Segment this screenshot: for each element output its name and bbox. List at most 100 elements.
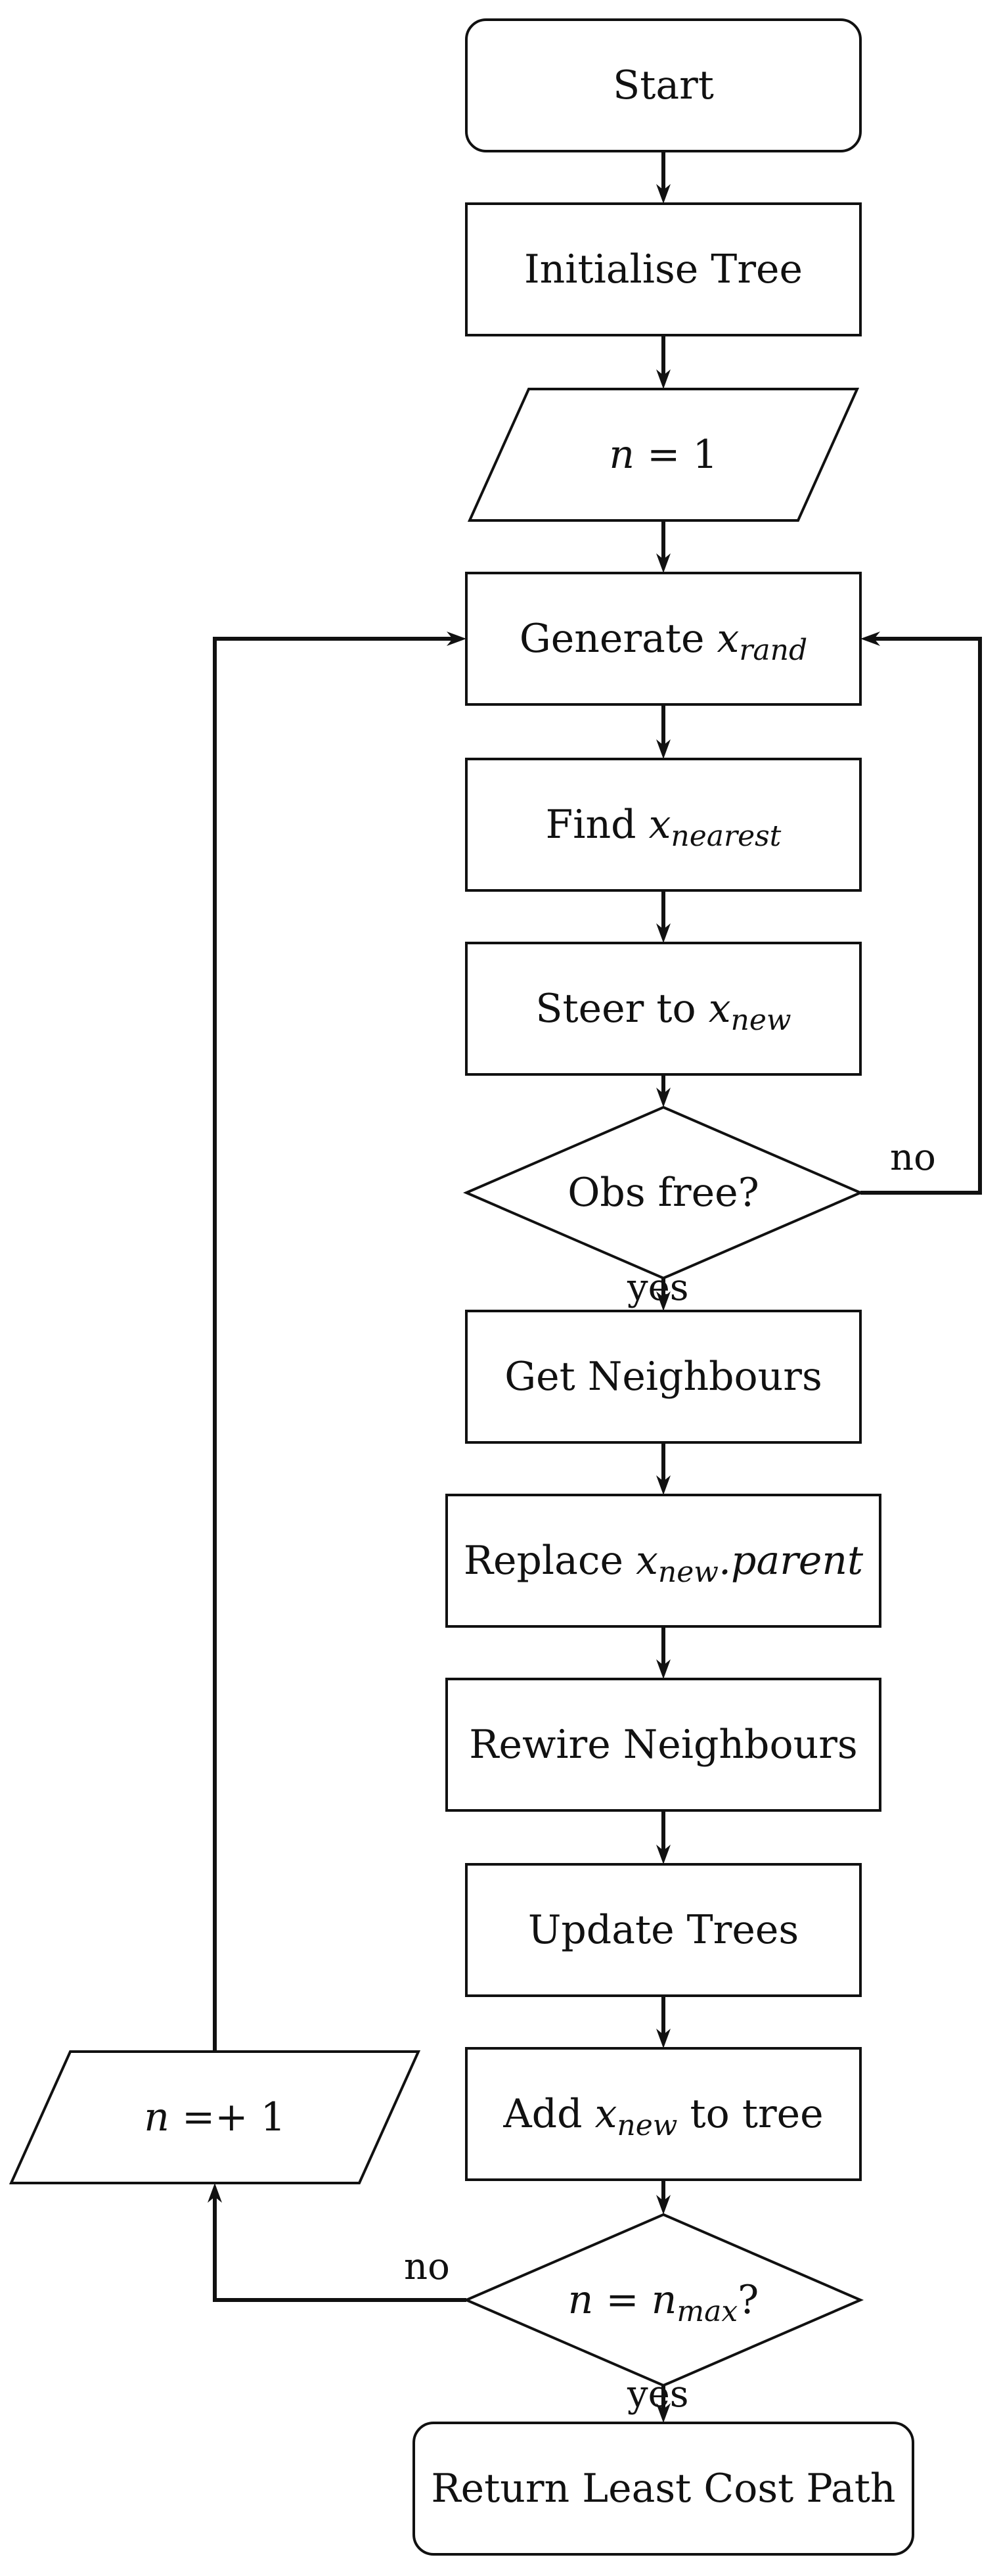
node-neigh-box	[465, 1310, 862, 1444]
edge-inc-to-gen-arrowhead	[447, 632, 466, 646]
node-init-box	[465, 202, 862, 336]
node-update-label: Update Trees	[528, 1907, 799, 1953]
node-inc: n =+ 1	[9, 2050, 421, 2184]
node-inc-label-part: n	[144, 2094, 169, 2140]
node-add-label-part: new	[617, 2109, 677, 2142]
node-find-label-part: Find	[546, 802, 649, 848]
node-n-init-box	[467, 388, 860, 522]
node-add-label: Add xnew to tree	[502, 2091, 823, 2142]
edge-inc-to-gen-line	[213, 637, 453, 2052]
edge-init-to-n-init-arrowhead	[656, 369, 671, 389]
node-obs-box	[462, 1105, 864, 1280]
node-nmax-label-part: =	[593, 2277, 651, 2323]
node-start: Start	[465, 18, 862, 152]
edge-steer-to-obs-arrowhead	[656, 1088, 671, 1107]
node-nmax-box	[462, 2213, 864, 2387]
edge-replace-to-rewire-arrowhead	[656, 1659, 671, 1679]
edge-gen-to-find-arrowhead	[656, 739, 671, 759]
edge-nmax-to-inc-line	[213, 2196, 466, 2302]
edge-obs-to-neigh-arrowhead	[656, 1291, 671, 1311]
node-add-label-part: x	[595, 2091, 617, 2137]
node-nmax-label-part: ?	[738, 2277, 759, 2323]
node-inc-label: n =+ 1	[144, 2094, 286, 2140]
node-find-label: Find xnearest	[546, 802, 782, 853]
node-gen-label-part: x	[717, 616, 740, 662]
edge-neigh-to-replace-arrowhead	[656, 1475, 671, 1495]
node-add-label-part: to tree	[677, 2091, 823, 2137]
node-gen-box	[465, 572, 862, 706]
edge-add-to-nmax-arrowhead	[656, 2195, 671, 2215]
edge-nmax-to-inc-arrowhead	[208, 2183, 222, 2203]
edge-nmax-to-result-label: yes	[627, 2373, 689, 2416]
node-add-label-part: Add	[502, 2091, 594, 2137]
node-obs-label-part: Obs free?	[567, 1170, 759, 1216]
edge-n-init-to-gen-arrowhead	[656, 553, 671, 573]
node-steer-label-part: Steer to	[535, 986, 708, 1032]
edge-obs-to-neigh-label: yes	[627, 1266, 689, 1309]
node-update: Update Trees	[465, 1863, 862, 1997]
node-find-label-part: nearest	[671, 819, 781, 853]
node-replace-label-part: x	[636, 1538, 658, 1584]
edge-obs-to-gen-arrowhead	[860, 632, 880, 646]
node-replace-label-part: new	[658, 1555, 719, 1589]
node-nmax-label-part: n	[568, 2277, 594, 2323]
node-n-init-label-part: n	[609, 432, 634, 478]
node-find-label-part: x	[649, 802, 671, 848]
node-replace-box	[445, 1494, 881, 1628]
node-add-box	[465, 2047, 862, 2181]
node-replace-label: Replace xnew.parent	[464, 1538, 864, 1589]
node-find-box	[465, 758, 862, 892]
node-steer: Steer to xnew	[465, 942, 862, 1076]
node-nmax: n = nmax?	[462, 2213, 864, 2387]
node-start-box	[465, 18, 862, 152]
node-obs-label: Obs free?	[567, 1170, 759, 1216]
edge-labels-layer: yes no yes no	[404, 1136, 936, 2416]
node-n-init-label-part: = 1	[634, 432, 718, 478]
node-replace-label-part: .parent	[719, 1538, 864, 1584]
node-start-label: Start	[613, 62, 714, 108]
edge-obs-to-gen-line	[860, 637, 982, 1195]
node-neigh-label-part: Get Neighbours	[504, 1354, 822, 1400]
node-n-init-label: n = 1	[609, 432, 717, 478]
node-init-label: Initialise Tree	[524, 246, 803, 292]
node-update-box	[465, 1863, 862, 1997]
node-start-label-part: Start	[613, 62, 714, 108]
node-neigh: Get Neighbours	[465, 1310, 862, 1444]
node-nmax-label-part: n	[652, 2277, 677, 2323]
node-init-label-part: Initialise Tree	[524, 246, 803, 292]
node-rewire-box	[445, 1678, 881, 1812]
node-gen-label: Generate xrand	[520, 616, 807, 667]
edge-nmax-to-inc-label: no	[404, 2245, 450, 2288]
edge-update-to-add-arrowhead	[656, 2029, 671, 2048]
edge-start-to-init-arrowhead	[656, 184, 671, 204]
node-steer-label-part: x	[709, 986, 731, 1032]
node-nmax-label-part: max	[677, 2295, 738, 2328]
node-steer-label-part: new	[731, 1003, 791, 1037]
node-inc-label-part: =+ 1	[169, 2094, 286, 2140]
node-find: Find xnearest	[465, 758, 862, 892]
node-result-box	[412, 2422, 914, 2556]
node-nmax-label: n = nmax?	[568, 2277, 759, 2328]
node-init: Initialise Tree	[465, 202, 862, 336]
node-rewire-label-part: Rewire Neighbours	[469, 1722, 857, 1768]
node-gen: Generate xrand	[465, 572, 862, 706]
node-result-label: Return Least Cost Path	[431, 2466, 895, 2512]
edge-rewire-to-update-arrowhead	[656, 1845, 671, 1864]
node-rewire: Rewire Neighbours	[445, 1678, 881, 1812]
node-replace: Replace xnew.parent	[445, 1494, 881, 1628]
node-gen-label-part: rand	[739, 633, 807, 667]
node-gen-label-part: Generate	[520, 616, 717, 662]
edge-find-to-steer-arrowhead	[656, 923, 671, 943]
node-update-label-part: Update Trees	[528, 1907, 799, 1953]
node-steer-box	[465, 942, 862, 1076]
node-result: Return Least Cost Path	[412, 2422, 914, 2556]
edge-obs-to-gen-label: no	[890, 1136, 936, 1179]
node-inc-box	[9, 2050, 421, 2184]
edge-nmax-to-result-arrowhead	[656, 2403, 671, 2423]
edges-layer	[208, 151, 982, 2423]
node-neigh-label: Get Neighbours	[504, 1354, 822, 1400]
node-n-init: n = 1	[467, 388, 860, 522]
node-result-label-part: Return Least Cost Path	[431, 2466, 895, 2512]
